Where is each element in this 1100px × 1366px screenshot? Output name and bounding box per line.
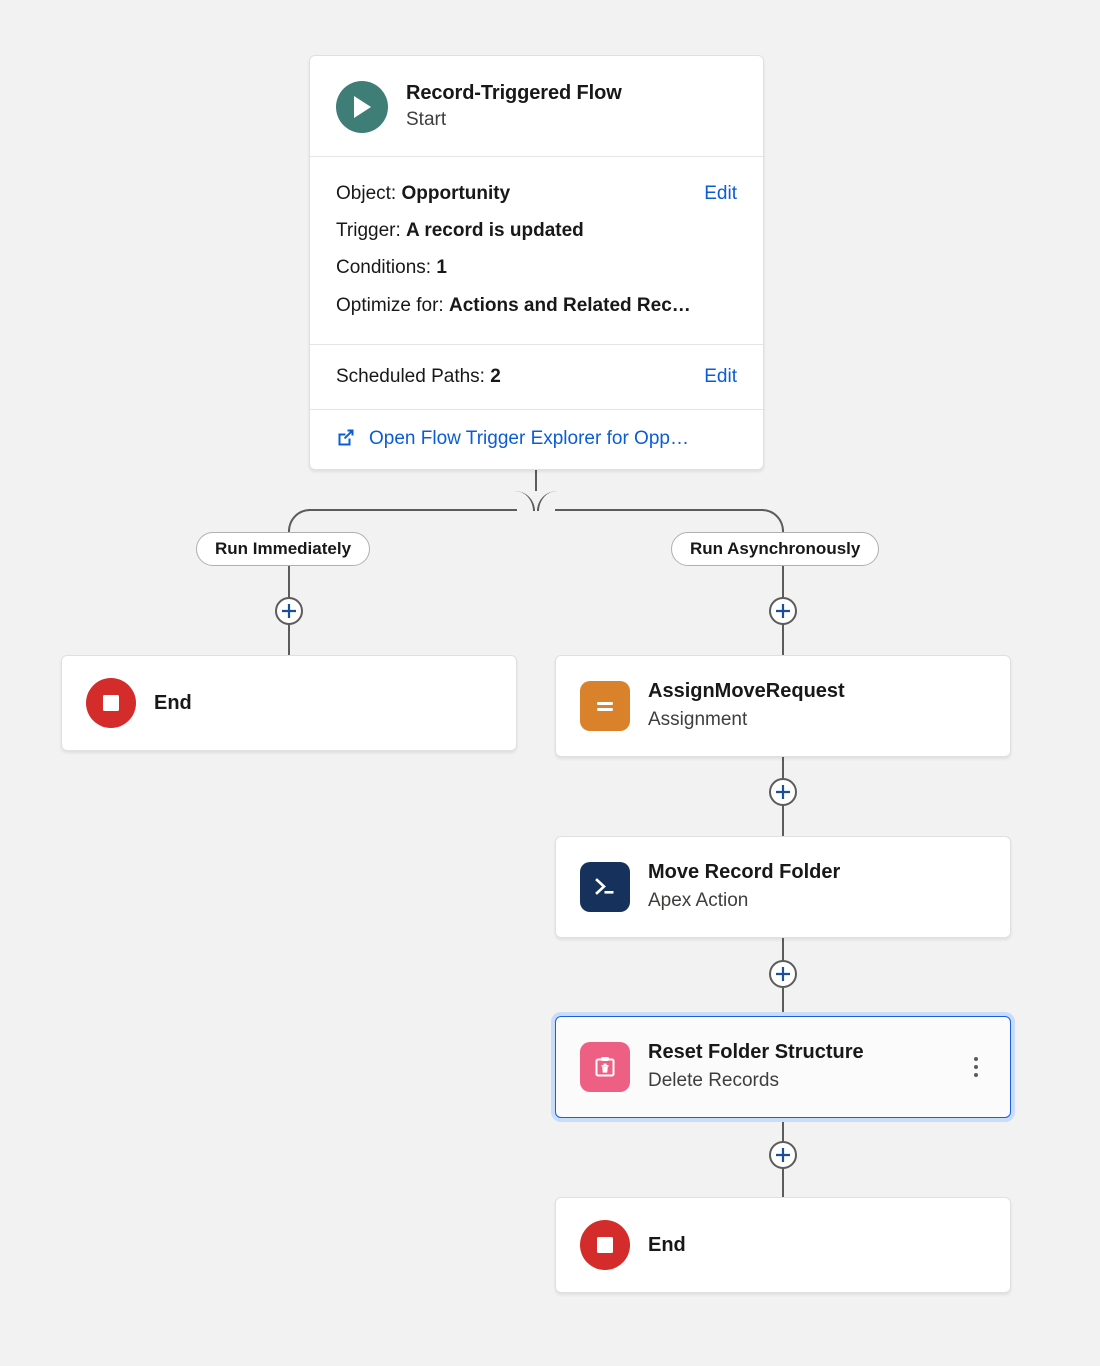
play-icon (336, 80, 388, 133)
delete-records-subtitle: Delete Records (648, 1070, 779, 1091)
detail-object-text: Object: Opportunity (336, 179, 510, 208)
detail-row-conditions: Conditions: 1 (336, 249, 737, 286)
external-link-icon (336, 427, 356, 452)
add-element-button-after-apex[interactable] (769, 960, 797, 988)
detail-row-optimize: Optimize for: Actions and Related Rec… (336, 287, 737, 324)
open-flow-trigger-explorer-link[interactable]: Open Flow Trigger Explorer for Opp… (310, 410, 763, 469)
start-element-card[interactable]: Record-Triggered Flow Start Object: Oppo… (309, 55, 764, 470)
detail-row-object: Object: Opportunity Edit (336, 175, 737, 212)
flow-node-assignment[interactable]: AssignMoveRequest Assignment (555, 655, 1011, 757)
flow-node-delete-records[interactable]: Reset Folder Structure Delete Records (555, 1016, 1011, 1118)
flow-node-apex-action[interactable]: Move Record Folder Apex Action (555, 836, 1011, 938)
end-right-title: End (648, 1234, 686, 1256)
apex-action-icon (580, 861, 630, 912)
edit-object-link[interactable]: Edit (704, 182, 737, 204)
start-title: Record-Triggered Flow (406, 82, 622, 104)
assignment-icon (580, 680, 630, 731)
start-card-header: Record-Triggered Flow Start (310, 56, 763, 156)
assignment-text: AssignMoveRequest Assignment (648, 678, 986, 734)
scheduled-paths-value: 2 (490, 366, 501, 388)
assignment-subtitle: Assignment (648, 709, 748, 730)
connector-split-curve-left (515, 491, 535, 511)
flow-node-end-right[interactable]: End (555, 1197, 1011, 1293)
connector-split-curve-right (537, 491, 557, 511)
branch-label-run-asynchronously[interactable]: Run Asynchronously (671, 532, 880, 566)
connector-split-horizontal-right (555, 509, 764, 511)
start-card-titles: Record-Triggered Flow Start (406, 80, 622, 134)
detail-conditions-label: Conditions: (336, 257, 432, 279)
scheduled-paths-row: Scheduled Paths: 2 Edit (310, 345, 763, 408)
apex-action-title: Move Record Folder (648, 861, 841, 883)
start-subtitle: Start (406, 109, 447, 130)
detail-trigger-text: Trigger: A record is updated (336, 216, 584, 245)
apex-action-text: Move Record Folder Apex Action (648, 859, 986, 915)
kebab-dot (974, 1064, 978, 1069)
connector-split-horizontal-left (308, 509, 517, 511)
trigger-explorer-label: Open Flow Trigger Explorer for Opp… (369, 428, 689, 450)
detail-trigger-value: A record is updated (406, 220, 584, 242)
connector-corner-left (288, 509, 310, 531)
detail-optimize-label: Optimize for: (336, 294, 444, 316)
edit-scheduled-paths-link[interactable]: Edit (704, 366, 737, 388)
scheduled-paths-text: Scheduled Paths: 2 (336, 362, 501, 391)
detail-object-value: Opportunity (401, 182, 511, 204)
start-card-details: Object: Opportunity Edit Trigger: A reco… (310, 157, 763, 345)
delete-records-icon (580, 1041, 630, 1092)
delete-records-title: Reset Folder Structure (648, 1041, 864, 1063)
flow-node-end-left[interactable]: End (61, 655, 517, 751)
apex-action-subtitle: Apex Action (648, 890, 749, 911)
scheduled-paths-label: Scheduled Paths: (336, 366, 485, 388)
end-left-text: End (154, 690, 492, 716)
add-element-button-after-delete[interactable] (769, 1141, 797, 1169)
connector-start-stem (535, 449, 537, 491)
detail-optimize-text: Optimize for: Actions and Related Rec… (336, 291, 691, 320)
detail-conditions-text: Conditions: 1 (336, 253, 447, 282)
delete-records-text: Reset Folder Structure Delete Records (648, 1039, 948, 1095)
end-stop-icon (580, 1220, 630, 1270)
end-stop-icon (86, 678, 136, 728)
detail-object-label: Object: (336, 182, 397, 204)
divider (310, 155, 763, 157)
assignment-title: AssignMoveRequest (648, 680, 845, 702)
divider (310, 408, 763, 410)
end-left-title: End (154, 692, 192, 714)
add-element-button-left[interactable] (275, 597, 303, 625)
kebab-dot (974, 1072, 978, 1077)
end-right-text: End (648, 1232, 986, 1258)
node-menu-button[interactable] (966, 1051, 986, 1083)
connector-corner-right (762, 509, 784, 531)
detail-trigger-label: Trigger: (336, 220, 401, 242)
branch-label-run-immediately[interactable]: Run Immediately (196, 532, 371, 566)
add-element-button-right[interactable] (769, 597, 797, 625)
add-element-button-after-assignment[interactable] (769, 778, 797, 806)
kebab-dot (974, 1056, 978, 1061)
divider (310, 344, 763, 346)
detail-optimize-value: Actions and Related Rec… (448, 294, 691, 316)
detail-row-trigger: Trigger: A record is updated (336, 212, 737, 249)
detail-conditions-value: 1 (436, 257, 447, 279)
